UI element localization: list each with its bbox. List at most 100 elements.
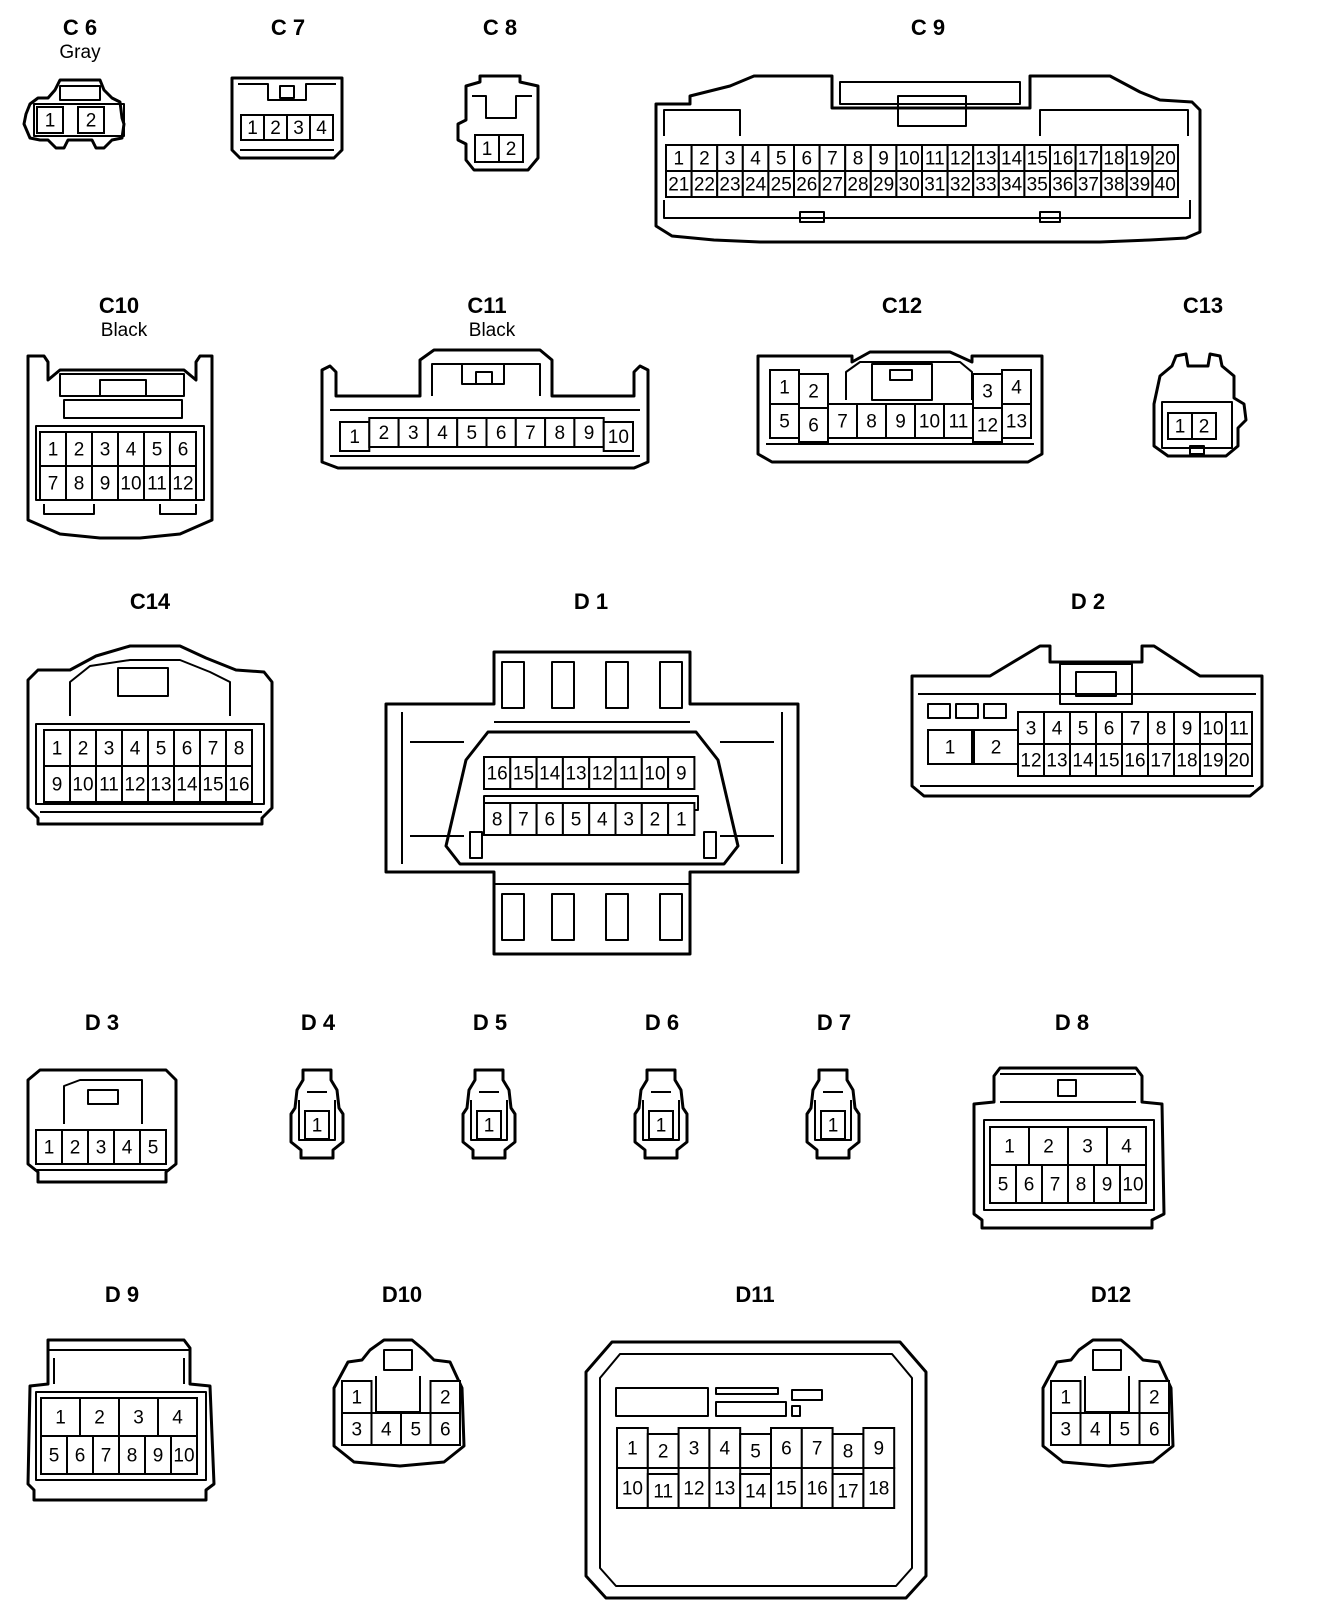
svg-text:4: 4 [437,423,448,444]
svg-text:15: 15 [202,775,223,796]
connector-c9-pin-21: 21 [665,170,693,198]
connector-c14-pin-8: 8 [225,729,253,767]
connector-c14-pin-7: 7 [199,729,227,767]
svg-text:11: 11 [99,775,119,796]
connector-d11-pin-18: 18 [862,1467,896,1509]
svg-text:7: 7 [101,1446,112,1467]
connector-c13-title: C13 [1183,293,1223,318]
svg-text:15: 15 [513,764,534,785]
connector-d2-pin-5: 5 [1069,711,1097,745]
connector-d8-pin-2: 2 [1028,1126,1069,1166]
connector-d2-pin-12: 12 [1017,743,1045,777]
svg-text:6: 6 [182,739,193,760]
connector-c12-pin-6: 6 [798,407,829,443]
svg-text:3: 3 [1060,1420,1071,1441]
svg-text:15: 15 [1027,149,1048,170]
svg-text:10: 10 [173,1446,194,1467]
connector-c9-pin-19: 19 [1125,144,1154,172]
svg-text:4: 4 [1052,719,1063,740]
connector-d1-pin-3: 3 [614,802,643,836]
svg-text:3: 3 [1026,719,1037,740]
connector-c9-pin-10: 10 [895,144,924,172]
connector-c14-pin-3: 3 [95,729,123,767]
connector-d2-pin-18: 18 [1173,743,1201,777]
connector-d3-title: D 3 [85,1010,119,1035]
svg-text:17: 17 [1150,751,1171,772]
svg-text:10: 10 [608,427,629,448]
svg-text:10: 10 [120,474,141,495]
connector-c14-pin-4: 4 [121,729,149,767]
svg-text:1: 1 [247,118,258,139]
svg-text:10: 10 [72,775,93,796]
svg-text:3: 3 [982,382,993,403]
connector-d11-pin-12: 12 [677,1467,711,1509]
connector-c11-title: C11 [467,293,506,318]
connector-d10-title: D10 [382,1282,422,1307]
svg-text:1: 1 [656,1116,667,1137]
svg-text:14: 14 [745,1482,767,1503]
svg-text:5: 5 [750,1442,761,1463]
svg-text:1: 1 [351,1388,362,1409]
connector-d2-pin-7: 7 [1121,711,1149,745]
connector-c11-pin-2: 2 [368,417,400,448]
svg-text:4: 4 [750,149,761,170]
svg-text:11: 11 [147,474,167,495]
connector-d8-pin-7: 7 [1041,1164,1069,1204]
connector-c6-title: C 6 [63,15,97,40]
connector-c11-pin-9: 9 [573,417,605,448]
svg-text:1: 1 [55,1408,66,1429]
svg-text:11: 11 [619,764,639,785]
connector-c9-title: C 9 [911,15,945,40]
svg-text:21: 21 [668,175,689,196]
svg-text:9: 9 [153,1446,164,1467]
connector-c9-pin-5: 5 [767,144,796,172]
connector-c9-pin-7: 7 [818,144,847,172]
connector-c9-pin-31: 31 [921,170,949,198]
connector-c11-pin-7: 7 [514,417,547,448]
svg-text:12: 12 [683,1479,704,1500]
svg-text:5: 5 [156,739,167,760]
svg-text:9: 9 [1182,719,1193,740]
connector-d9-pin-1: 1 [40,1397,81,1437]
svg-text:1: 1 [1175,417,1186,438]
svg-text:24: 24 [745,175,767,196]
connector-d1-pin-9: 9 [667,756,696,790]
connector-c12-pin-10: 10 [914,403,945,439]
connector-d11-pin-5: 5 [739,1433,773,1469]
svg-text:13: 13 [1046,751,1067,772]
svg-text:38: 38 [1103,175,1124,196]
svg-text:12: 12 [172,474,193,495]
connector-d8-pin-10: 10 [1119,1164,1147,1204]
connector-c11-pin-4: 4 [426,417,459,448]
svg-text:3: 3 [689,1439,700,1460]
connector-c6-pin-2: 2 [77,106,105,134]
svg-text:26: 26 [796,175,817,196]
connector-c12-pin-12: 12 [972,407,1003,443]
svg-text:9: 9 [895,412,906,433]
connector-d8-pin-9: 9 [1093,1164,1121,1204]
svg-text:5: 5 [776,149,787,170]
connector-d1-pin-5: 5 [561,802,591,836]
connector-c9-pin-11: 11 [921,144,949,172]
svg-text:5: 5 [779,412,790,433]
connector-c10-pin-5: 5 [143,431,171,467]
connector-c14-pin-12: 12 [121,765,149,803]
svg-text:10: 10 [622,1479,643,1500]
connector-d11-pin-15: 15 [770,1467,803,1509]
connector-c10-title: C10 [99,293,139,318]
connector-d2-pin-4: 4 [1043,711,1071,745]
svg-text:14: 14 [176,775,198,796]
svg-text:5: 5 [998,1175,1009,1196]
svg-text:6: 6 [496,423,507,444]
connector-d11-pin-10: 10 [616,1467,649,1509]
connector-d12-pin-5: 5 [1109,1412,1141,1446]
connector-d9-title: D 9 [105,1282,139,1307]
svg-text:37: 37 [1078,175,1099,196]
svg-text:5: 5 [571,810,582,831]
connector-d11-pin-13: 13 [708,1467,742,1509]
connector-d8-pin-6: 6 [1015,1164,1043,1204]
connector-d10-pin-3: 3 [341,1412,373,1446]
connector-c9-pin-35: 35 [1023,170,1052,198]
connector-c9-pin-33: 33 [972,170,1000,198]
connector-d2-pin-15: 15 [1095,743,1123,777]
